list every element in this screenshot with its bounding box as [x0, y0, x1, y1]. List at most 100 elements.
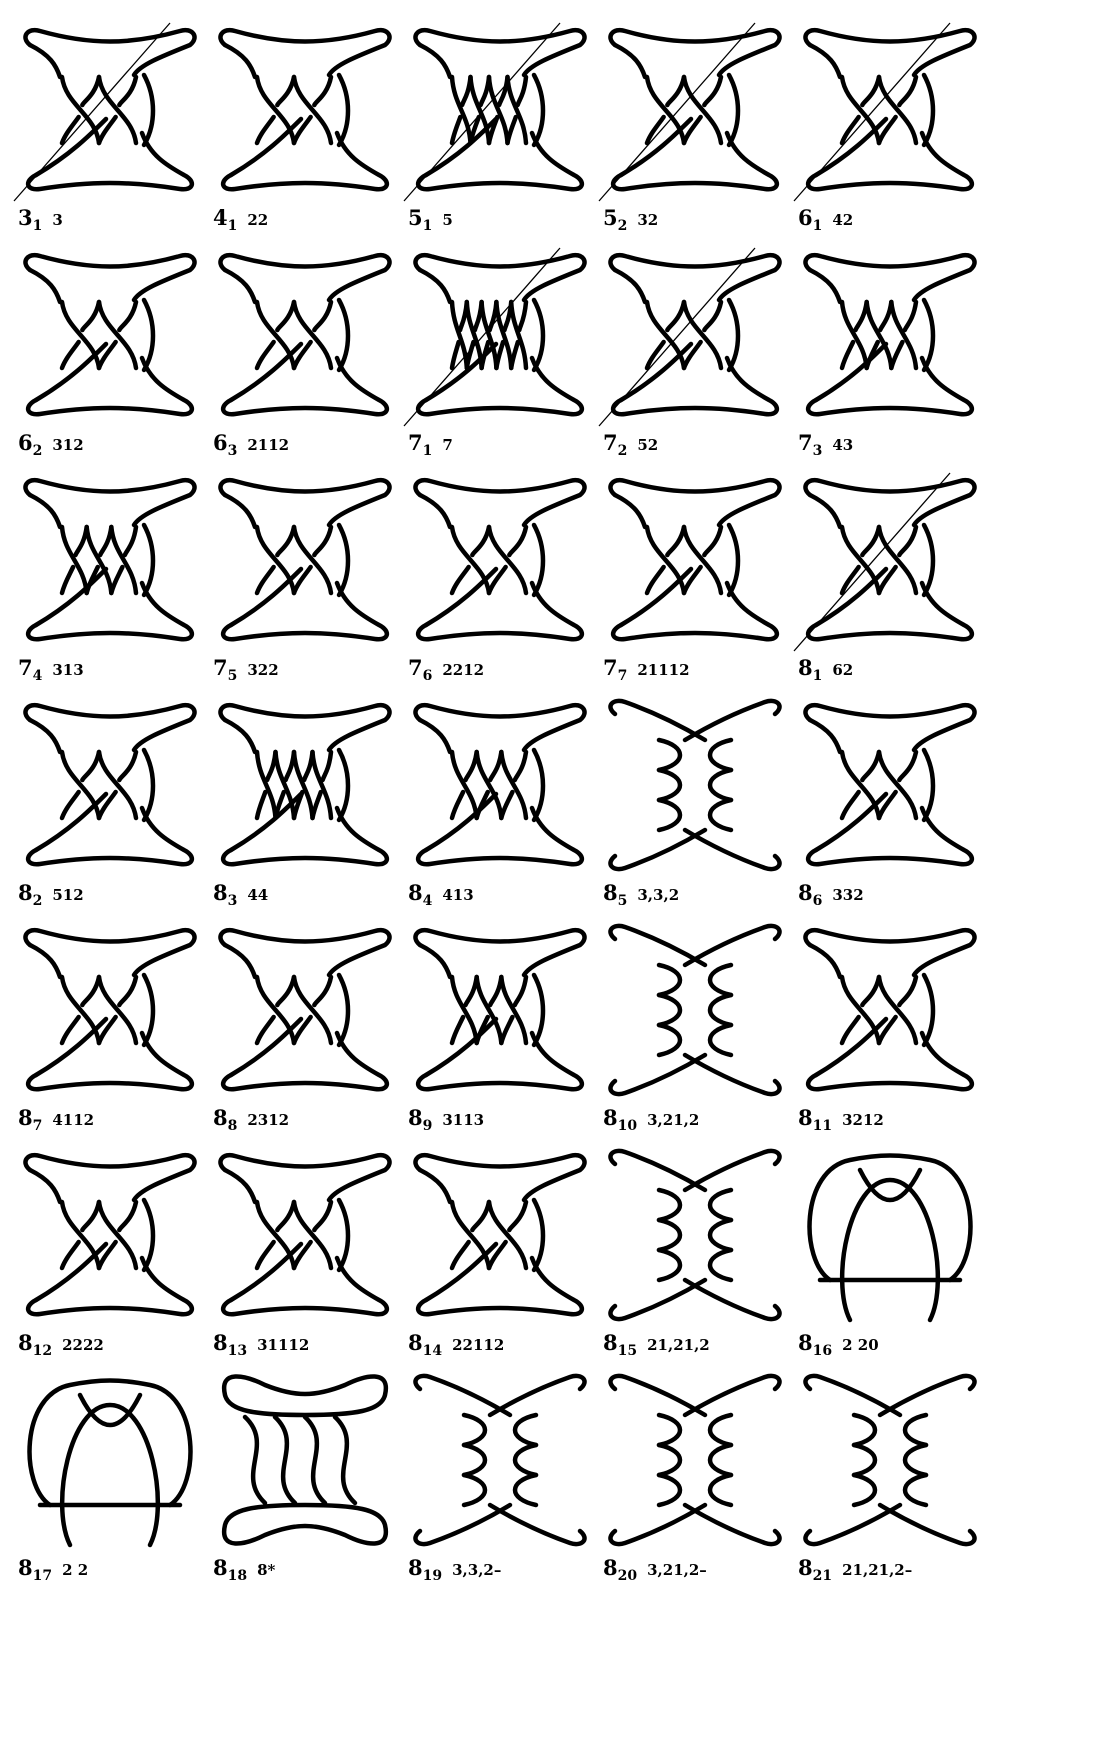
top-arc	[25, 30, 194, 75]
twist-strand-up	[667, 77, 684, 105]
crossing-number: 7	[213, 655, 228, 680]
twist-strand-up	[314, 302, 331, 330]
twist-strand-under	[842, 342, 853, 368]
conway-notation: 3113	[442, 1111, 484, 1129]
knot-diagram	[790, 5, 990, 215]
twist-strand-under	[257, 792, 265, 818]
right-column	[144, 975, 153, 1045]
twist-strand-up	[472, 527, 489, 555]
knot-cell: 853,3,2	[595, 680, 795, 928]
star-strand	[275, 1417, 295, 1503]
twist-strand-up	[277, 527, 294, 555]
knot-caption: 6142	[798, 205, 853, 230]
knot-diagram	[595, 905, 795, 1115]
top-arc	[610, 255, 779, 300]
bottom-arc	[808, 583, 972, 639]
twist-strand-under	[257, 567, 274, 593]
conway-notation: 31112	[257, 1336, 309, 1354]
outer-loop	[810, 1156, 971, 1281]
conway-notation: 2 2	[62, 1561, 88, 1579]
top-left-arm	[810, 945, 840, 977]
knot-caption: 7343	[798, 430, 853, 455]
bottom-arc	[28, 358, 192, 414]
knot-cell: 8188*	[205, 1355, 405, 1603]
crossing-number: 8	[213, 880, 228, 905]
knot-diagram	[790, 905, 990, 1115]
knot-cell: 882312	[205, 905, 405, 1153]
twist-strand-under	[496, 342, 503, 368]
crossing-number: 7	[408, 430, 423, 455]
twist-strand-up	[82, 302, 99, 330]
right-column	[534, 75, 543, 145]
crossing-number: 8	[213, 1330, 228, 1355]
knot-diagram	[790, 1130, 990, 1340]
right-column	[534, 300, 543, 370]
twist-strand-up	[667, 302, 684, 330]
bottom-arc	[418, 1258, 582, 1314]
top-right-arm	[880, 1376, 975, 1415]
twist-strand-up	[82, 752, 99, 780]
top-left-arm	[225, 495, 255, 527]
top-arc	[415, 255, 584, 300]
knot-diagram	[10, 230, 210, 440]
top-arc	[220, 255, 389, 300]
bottom-arc	[28, 133, 192, 189]
bottom-arc	[418, 133, 582, 189]
twist-strand-up	[515, 752, 526, 780]
knot-index: 18	[228, 1568, 247, 1584]
twist-strand-up	[119, 752, 136, 780]
knot-caption: 853,3,2	[603, 880, 679, 905]
knot-diagram	[10, 5, 210, 215]
conway-notation: 5	[442, 211, 452, 229]
conway-notation: 22	[247, 211, 268, 229]
bottom-band	[224, 1505, 386, 1544]
twist-strand-up	[314, 1202, 331, 1230]
twist-strand-up	[82, 1202, 99, 1230]
outer-loop	[30, 1381, 191, 1506]
knot-diagram	[790, 230, 990, 440]
braid-loop-left	[659, 995, 680, 1025]
knot-diagram	[10, 455, 210, 665]
braid-loop-left	[854, 1475, 875, 1505]
bottom-right-arm	[685, 830, 780, 869]
right-column	[144, 75, 153, 145]
top-right-arm	[685, 1376, 780, 1415]
crossing-number: 8	[408, 1330, 423, 1355]
right-column	[924, 750, 933, 820]
conway-notation: 32	[637, 211, 658, 229]
twist-strand-under	[257, 342, 274, 368]
bottom-arc	[28, 808, 192, 864]
braid-loop-right	[710, 1220, 731, 1250]
top-arc	[805, 705, 974, 750]
bottom-right-arm	[880, 1505, 975, 1544]
knot-index: 20	[618, 1568, 637, 1584]
bottom-arc	[28, 1258, 192, 1314]
twist-strand-under	[452, 1242, 469, 1268]
twist-strand-up	[277, 302, 294, 330]
braid-loop-left	[659, 1025, 680, 1055]
bottom-arc	[223, 583, 387, 639]
knot-diagram	[10, 1355, 210, 1565]
knot-caption: 62312	[18, 430, 84, 455]
knot-caption: 4122	[213, 205, 268, 230]
knot-diagram	[400, 230, 600, 440]
top-band	[224, 1376, 386, 1415]
crossing-number: 8	[603, 1105, 618, 1130]
knot-diagram	[205, 680, 405, 890]
twist-strand-under	[62, 1242, 79, 1268]
top-arc	[805, 930, 974, 975]
twist-strand-under	[647, 567, 664, 593]
conway-notation: 2112	[247, 436, 289, 454]
top-right-arm	[685, 1151, 780, 1190]
top-left-arm	[615, 495, 645, 527]
top-left-arm	[30, 720, 60, 752]
conway-notation: 3,3,2–	[452, 1561, 501, 1579]
knot-cell: 515	[400, 5, 600, 253]
twist-strand-under	[257, 117, 274, 143]
top-left-arm	[225, 1170, 255, 1202]
